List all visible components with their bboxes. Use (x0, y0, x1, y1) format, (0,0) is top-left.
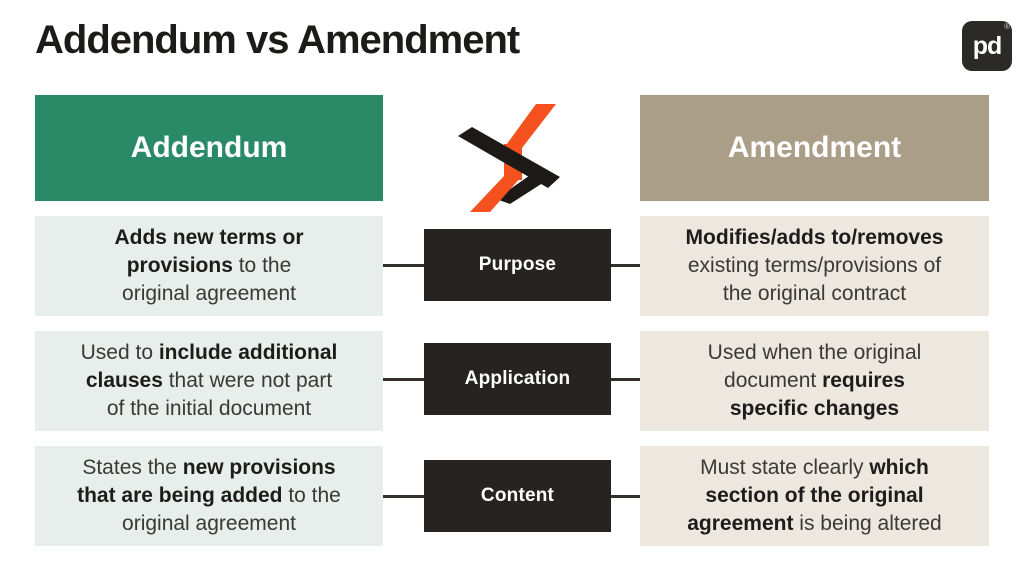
connector-line (611, 495, 640, 498)
connector-line (611, 264, 640, 267)
amendment-content-text: Must state clearly which section of the … (640, 446, 989, 546)
addendum-content-text: States the new provisions that are being… (35, 446, 383, 546)
amendment-purpose-text: Modifies/adds to/removes existing terms/… (640, 216, 989, 316)
amendment-application-text: Used when the original document requires… (640, 331, 989, 431)
addendum-application-text: Used to include additional clauses that … (35, 331, 383, 431)
label-purpose: Purpose (424, 229, 611, 301)
page-title: Addendum vs Amendment (35, 18, 520, 62)
amendment-header: Amendment (640, 95, 989, 201)
connector-line (383, 264, 424, 267)
label-content: Content (424, 460, 611, 532)
connector-line (383, 495, 424, 498)
addendum-header: Addendum (35, 95, 383, 201)
label-application: Application (424, 343, 611, 415)
vs-icon (452, 100, 578, 214)
addendum-purpose-text: Adds new terms or provisions to the orig… (35, 216, 383, 316)
registered-trademark-symbol: ® (1004, 22, 1010, 31)
pandadoc-logo: pd ® (962, 21, 1012, 71)
connector-line (611, 378, 640, 381)
pandadoc-monogram: pd (972, 31, 1003, 60)
connector-line (383, 378, 424, 381)
vs-icon-svg (458, 104, 560, 212)
